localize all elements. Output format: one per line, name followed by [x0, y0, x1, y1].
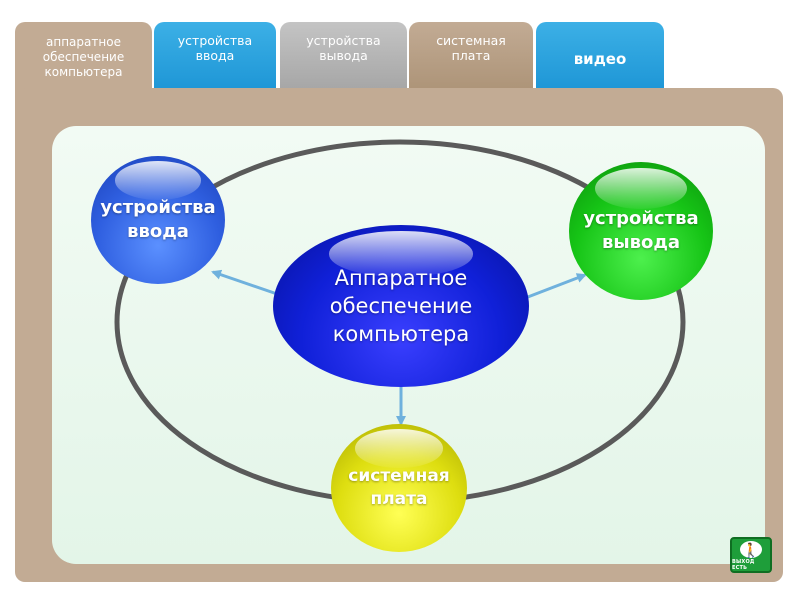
- input-devices-node-label: устройства ввода: [100, 197, 216, 242]
- tab-video[interactable]: видео: [536, 22, 664, 90]
- tab-hardware[interactable]: аппаратное обеспечение компьютера: [15, 22, 152, 100]
- exit-button[interactable]: 🚶 ВЫХОД ЕСТЬ: [730, 537, 772, 573]
- arrow-to-output: [519, 273, 587, 302]
- tab-input-devices-label: устройства ввода: [177, 33, 253, 63]
- walking-person-icon: 🚶: [740, 541, 762, 558]
- tab-output-devices-label: устройства вывода: [306, 33, 381, 63]
- tab-motherboard[interactable]: системная плата: [409, 22, 533, 90]
- motherboard-node-label: системная плата: [348, 466, 450, 509]
- hardware-center-node-label: Аппаратное обеспечение компьютера: [329, 266, 473, 346]
- input-devices-node[interactable]: устройства ввода: [91, 156, 225, 284]
- tab-output-devices[interactable]: устройства вывода: [280, 22, 407, 90]
- hardware-center-node[interactable]: Аппаратное обеспечение компьютера: [273, 225, 529, 387]
- arrow-to-input: [211, 269, 284, 298]
- tab-hardware-label: аппаратное обеспечение компьютера: [42, 35, 125, 79]
- output-devices-node-label: устройства вывода: [583, 208, 699, 253]
- output-devices-node[interactable]: устройства вывода: [569, 162, 713, 300]
- tab-motherboard-label: системная плата: [436, 33, 506, 63]
- motherboard-node[interactable]: системная плата: [331, 424, 467, 552]
- tab-input-devices[interactable]: устройства ввода: [154, 22, 276, 90]
- exit-button-label: ВЫХОД ЕСТЬ: [732, 559, 755, 571]
- tab-video-label: видео: [573, 50, 627, 68]
